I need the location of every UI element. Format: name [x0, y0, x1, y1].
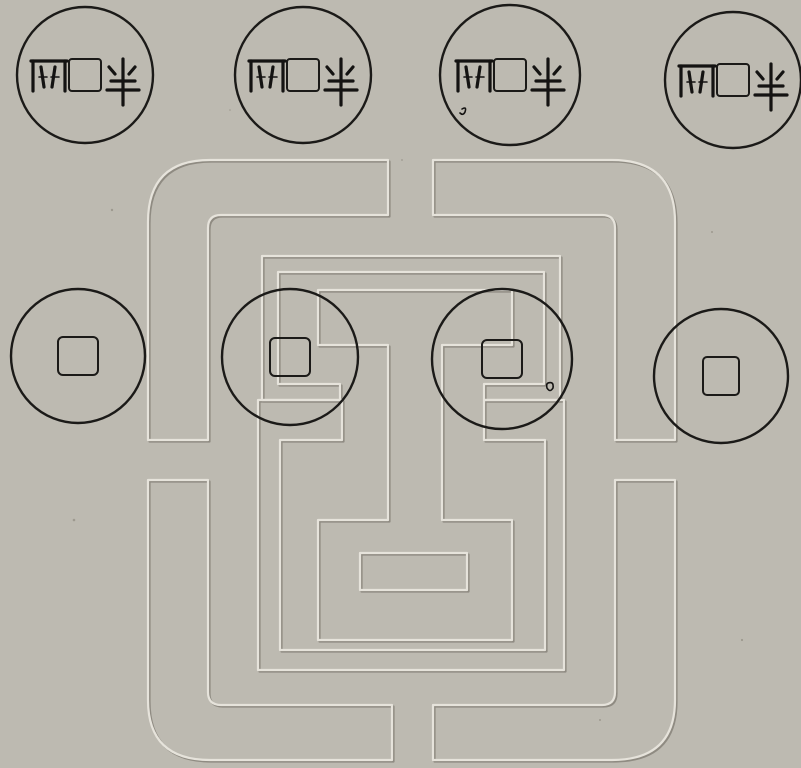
blank-coin	[222, 289, 358, 425]
inscribed-coin	[235, 7, 371, 143]
paper-texture	[73, 109, 743, 721]
coin-row-top	[17, 5, 801, 148]
embossed-meander-highlight	[148, 160, 675, 760]
inscribed-coin	[440, 5, 580, 145]
inscribed-coin	[17, 7, 153, 143]
coin-row-middle	[11, 289, 788, 443]
blank-coin	[432, 289, 572, 429]
inscribed-coin	[665, 12, 801, 148]
embossed-meander-motif	[150, 162, 677, 762]
blank-coin	[11, 289, 145, 423]
